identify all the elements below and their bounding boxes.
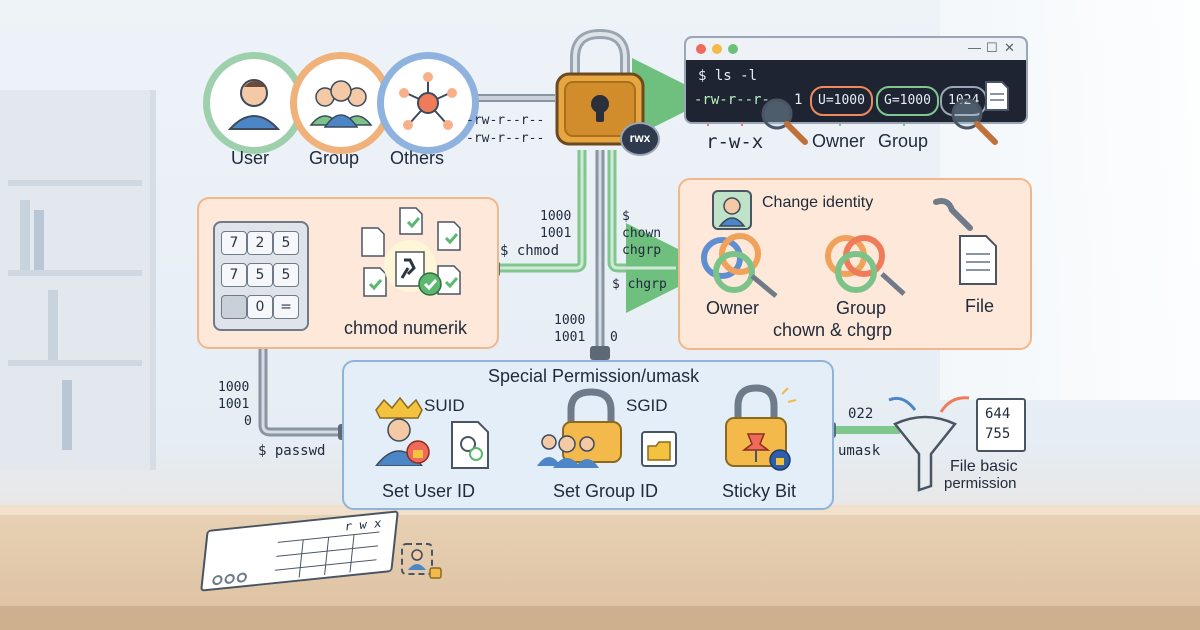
key-6[interactable]: 5 [273,263,299,287]
maximize-icon[interactable]: ☐ [986,40,998,55]
terminal-perms: -rw-r--r-- [694,92,779,108]
chmod-id-1000: 1000 [540,209,572,224]
terminal-links: 1 [794,92,803,108]
padlock-icon [555,28,645,146]
group-gid-pill: G=1000 [876,86,939,116]
chown-command: chown [622,226,662,241]
left-id-1000: 1000 [218,380,250,395]
file-value-644: 644 [985,406,1011,422]
user-lock-icon [401,543,442,579]
close-icon[interactable]: ✕ [1004,40,1015,55]
rwx-badge-text: rwx [629,131,651,145]
group-lock-icon [537,388,622,468]
change-identity-title: Change identity [762,194,874,211]
sgid-label: SGID [626,396,668,415]
chmod-id-1001: 1001 [540,226,572,241]
chgrp-command-1: chgrp [622,243,662,258]
perm-string-2: -rw-r--r-- [466,131,545,146]
umask-value: 022 [848,406,874,422]
special-title: Special Permission/umask [488,366,700,386]
terminal-titlebar: — ☐ ✕ [686,38,1026,60]
passwd-command: $ passwd [258,443,326,459]
left-id-0: 0 [244,414,252,429]
chown-group-label: Group [836,298,887,318]
chown-owner-label: Owner [706,298,760,318]
group-icon [309,80,373,128]
numeric-keypad: 7 2 5 7 5 5 0 = [213,221,309,331]
group-circle [290,52,392,154]
network-icon [399,72,457,130]
wooden-table [0,505,1200,630]
key-1[interactable]: 7 [221,231,247,255]
terminal-command: $ ls -l [698,68,758,84]
owner-rings-icon [701,233,778,298]
key-9[interactable]: = [273,295,299,319]
minimize-icon[interactable]: — [968,40,981,55]
group-legend: Group [878,131,929,151]
file-check-icons [361,207,461,297]
file-basic-caption-2: permission [944,475,1017,492]
left-id-1001: 1001 [218,397,250,412]
key-8[interactable]: 0 [247,295,273,319]
others-label: Others [390,148,445,168]
identity-avatar-icon [712,190,752,230]
key-7[interactable] [221,295,247,319]
file-value-755: 755 [985,426,1011,442]
file-icon [959,235,997,285]
user-icon [227,79,281,130]
magnifier-icon-2 [951,98,998,145]
key-2[interactable]: 2 [247,231,273,255]
wrench-icon [933,198,973,231]
bits-legend: r-w-x [706,131,764,153]
crowned-user-icon [375,396,430,466]
chown-file-label: File [965,296,995,316]
minimize-dot[interactable] [712,44,722,54]
group-rings-icon [825,235,906,296]
file-basic-doc: 644 755 [976,398,1026,452]
file-check-cluster [361,207,461,297]
user-circle [203,52,305,154]
key-5[interactable]: 5 [247,263,273,287]
magnifier-icon [761,98,808,145]
chown-subtitle: chown & chgrp [773,320,893,340]
chmod-title: chmod numerik [344,318,468,338]
id-document-icon [451,421,489,469]
group-label: Group [309,148,360,168]
umask-label: umask [838,443,881,459]
chmod-command: $ chmod [500,243,560,259]
rwx-notebook: r w x [200,510,399,592]
chgrp-command-2: $ chgrp [612,277,667,292]
user-label: User [231,148,270,168]
funnel-icon [888,396,970,492]
set-group-id-label: Set Group ID [553,481,659,501]
owner-uid-pill: U=1000 [810,86,873,116]
suid-label: SUID [424,396,465,415]
key-3[interactable]: 5 [273,231,299,255]
sticky-lock-icon [725,384,797,471]
center-id-1000: 1000 [554,313,586,328]
center-id-0: 0 [610,330,618,345]
maximize-dot[interactable] [728,44,738,54]
owner-legend: Owner [812,131,866,151]
rwx-badge: rwx [620,122,660,156]
terminal-window: — ☐ ✕ $ ls -l -rw-r--r-- 1 U=1000 G=1000… [684,36,1028,124]
center-id-1001: 1001 [554,330,586,345]
perm-string-1: -rw-r--r-- [466,113,545,128]
sticky-bit-label: Sticky Bit [722,481,797,501]
key-4[interactable]: 7 [221,263,247,287]
document-icon [985,81,1009,111]
set-user-id-label: Set User ID [382,481,476,501]
notebook-grid [212,531,380,586]
chown-dollar: $ [622,209,630,224]
file-basic-caption-1: File basic [950,458,1018,475]
close-dot[interactable] [696,44,706,54]
others-circle [377,52,479,154]
folder-icon [641,431,677,467]
bookshelf [0,90,156,470]
